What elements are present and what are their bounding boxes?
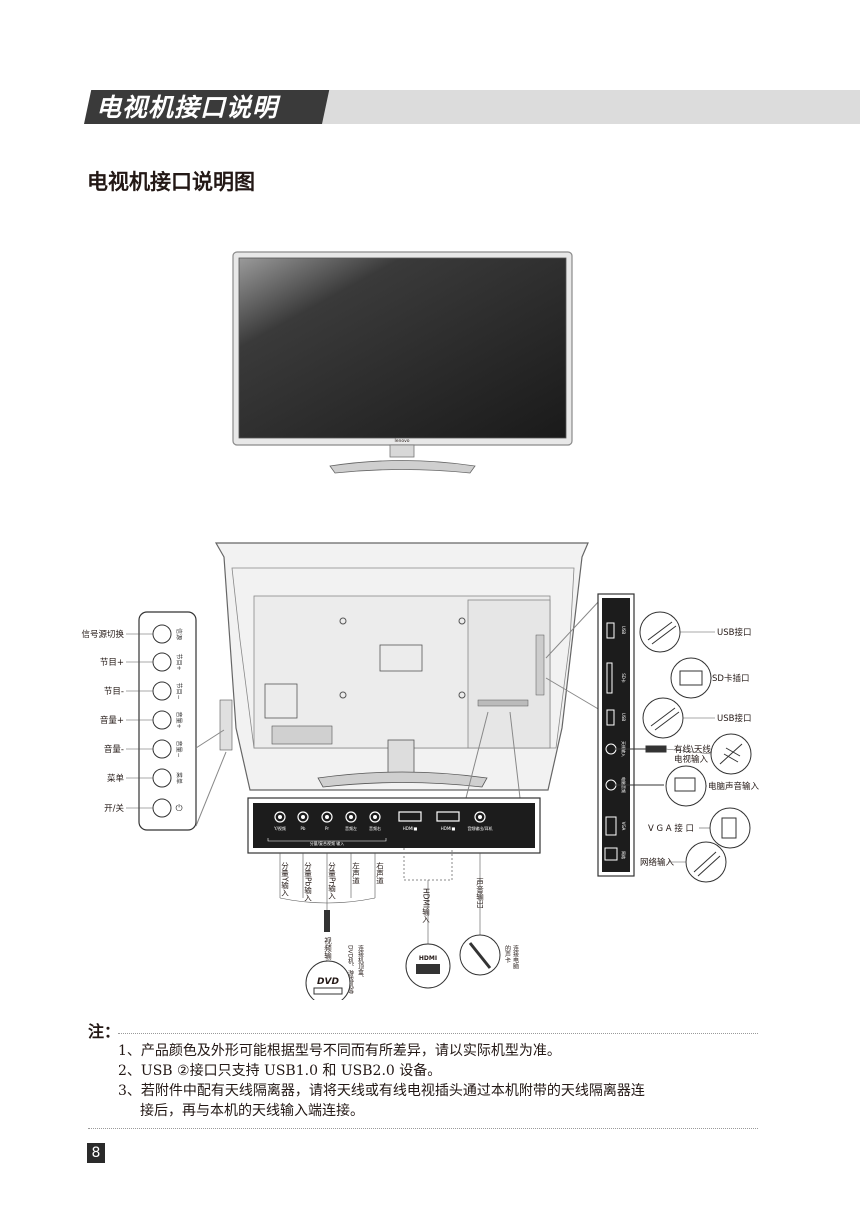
side-label-vol-up: 音量+ (100, 715, 124, 726)
note-3: 3、若附件中配有天线隔离器，请将天线或有线电视插头通过本机附带的天线隔离器连 (118, 1083, 645, 1099)
tv-logo: lenovo (394, 438, 409, 444)
side-label-power: 开/关 (104, 803, 124, 814)
rlabel-vga: V G A 接 口 (648, 823, 694, 834)
port-label-audio-r: 音频右 (369, 825, 381, 831)
video-input-label: 视频输入 (323, 936, 332, 968)
port-label-audio-out: 音频输出/耳机 (467, 825, 492, 831)
rlabel-usb2: USB接口 (717, 713, 751, 724)
tv-diagram: lenovo (81, 251, 760, 1000)
right-connector-panel: USB SD卡 USB 天线输入 电脑音频 VGA 网络 (545, 593, 760, 883)
vlabel-left: 左声道 (351, 861, 360, 886)
side-label-ch-up: 节目+ (100, 658, 124, 668)
note-2: 2、USB ②接口只支持 USB1.0 和 USB2.0 设备。 (118, 1063, 442, 1079)
hdmi-input-label: HDMI输入 (421, 888, 430, 923)
rlabel-antenna2: 电视输入 (674, 754, 709, 765)
rlabel-usb1: USB接口 (717, 627, 751, 638)
port-label-audio-l: 音频左 (345, 825, 357, 831)
note-3-cont: 接后，再与本机的天线输入端连接。 (140, 1103, 364, 1119)
port-group-label: 分量/复合视频 输入 (310, 840, 345, 846)
dvd-device-label: DVD机、游戏机等 (347, 945, 354, 995)
port-label-pb: Pb (301, 826, 306, 831)
section-subtitle: 电视机接口说明图 (87, 170, 255, 194)
rport-usb2: USB (621, 713, 626, 721)
rlabel-sd: SD卡插口 (712, 673, 749, 684)
notes-divider-bottom (88, 1128, 758, 1129)
side-mark-source: 信源 (175, 628, 183, 640)
vlabel-right: 右声道 (375, 861, 384, 886)
side-button-panel: 信号源切换 节目+ 节目- 音量+ 音量- 菜单 开/关 信源 节目+ 节目− … (81, 611, 227, 831)
rlabel-lan: 网络输入 (640, 857, 675, 868)
page-number: 8 (87, 1143, 105, 1163)
side-mark-ch-down: 节目− (175, 682, 183, 699)
vlabel-pr: 分量Pr输入 (327, 862, 336, 900)
dvd-logo: DVD (317, 977, 339, 987)
tv-rear (214, 542, 589, 791)
hdmi-logo: HDMI (419, 955, 437, 962)
side-mark-vol-down: 音量− (175, 740, 183, 757)
side-label-menu: 菜单 (107, 773, 125, 784)
side-mark-ch-up: 节目+ (175, 653, 183, 670)
rlabel-antenna: 有线\天线 (674, 744, 711, 755)
bottom-connector-panel: Y/视频 Pb Pr 音频左 音频右 HDMI■ HDMI■ 音频输出/耳机 分… (247, 711, 541, 1000)
side-label-ch-down: 节目- (104, 687, 124, 697)
port-label-pr: Pr (325, 826, 329, 831)
side-mark-vol-up: 音量+ (175, 711, 183, 728)
rlabel-pc-audio: 电脑声音输入 (708, 781, 760, 792)
port-label-hdmi1: HDMI■ (403, 826, 418, 831)
notes-divider-top (118, 1033, 758, 1034)
side-mark-menu: 菜单 (175, 772, 183, 784)
notes-heading: 注： (88, 1022, 121, 1041)
port-label-hdmi2: HDMI■ (441, 826, 456, 831)
rport-vga: VGA (621, 822, 626, 831)
side-label-source: 信号源切换 (81, 629, 124, 640)
vlabel-pb: 分量Pb输入 (303, 862, 312, 902)
dvd-connect-label: 连接机顶盒、 (357, 944, 364, 981)
rport-usb1: USB (621, 626, 626, 634)
tv-front: lenovo (232, 251, 573, 474)
rport-lan: 网络 (621, 851, 627, 859)
page-title: 电视机接口说明 (96, 93, 279, 122)
power-icon: ⏻ (175, 803, 182, 814)
audio-dest-label: 连接电脑 (512, 944, 519, 970)
rport-sd: SD卡 (621, 673, 627, 683)
note-1: 1、产品颜色及外形可能根据型号不同而有所差异，请以实际机型为准。 (118, 1043, 561, 1059)
audio-dest-label2: 的声卡 (504, 944, 511, 964)
port-label-y: Y/视频 (273, 825, 286, 831)
side-label-vol-down: 音量- (104, 744, 124, 755)
header-bar (315, 90, 860, 124)
vlabel-y: 分量Y输入 (280, 862, 289, 897)
